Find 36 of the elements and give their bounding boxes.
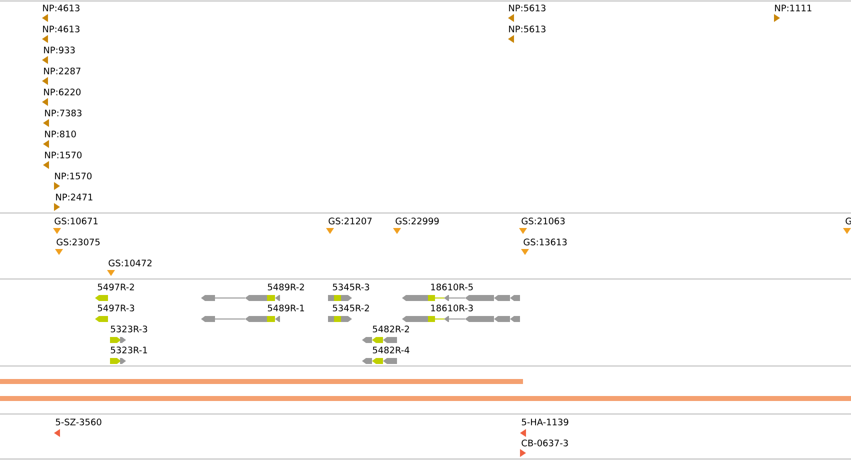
feature-label: 5323R-1 [110, 346, 147, 354]
feature-label: GS:10472 [108, 260, 152, 266]
feature-label: NP:5613 [509, 4, 546, 12]
feature-label: 5-SZ-3560 [56, 418, 102, 426]
feature-label: 5489R-2 [268, 284, 304, 290]
feature-label: NP:2471 [56, 194, 92, 200]
feature-label: NP:810 [45, 130, 76, 138]
feature-label: GS:10671 [54, 218, 98, 224]
feature-label: 5497R-3 [98, 304, 134, 312]
feature-label: 5489R-1 [268, 304, 304, 312]
feature-label: GS:21063 [522, 218, 565, 224]
feature-label: GS:23075 [56, 238, 100, 246]
feature-label: 5497R-2 [98, 284, 134, 290]
feature-label: 5-HA-1139 [522, 418, 568, 426]
feature-label: GS:13613 [524, 238, 567, 246]
feature-label: GS:21207 [328, 218, 372, 224]
feature-label: NP:1111 [775, 4, 812, 12]
feature-label: 18610R-5 [431, 284, 473, 290]
feature-label: CB-0637-3 [522, 440, 568, 446]
feature-label: 5345R-2 [332, 304, 369, 312]
feature-label: GS:22999 [396, 218, 439, 224]
feature-label: 5482R-4 [372, 346, 410, 354]
feature-label: NP:4613 [43, 4, 80, 12]
feature-label: NP:2287 [44, 68, 80, 74]
feature-label: 18610R-3 [431, 304, 473, 312]
feature-label: NP:1570 [55, 172, 92, 180]
feature-label: NP:933 [44, 46, 75, 54]
feature-label: NP:1570 [45, 152, 82, 158]
feature-label: G [846, 218, 851, 224]
feature-label: 5323R-3 [110, 326, 148, 332]
feature-label: NP:5613 [509, 26, 546, 32]
feature-label: NP:7383 [45, 110, 82, 116]
feature-label: NP:6220 [44, 88, 81, 96]
feature-label: NP:4613 [43, 26, 80, 32]
feature-label: 5345R-3 [332, 284, 370, 290]
feature-label: 5482R-2 [372, 326, 409, 332]
